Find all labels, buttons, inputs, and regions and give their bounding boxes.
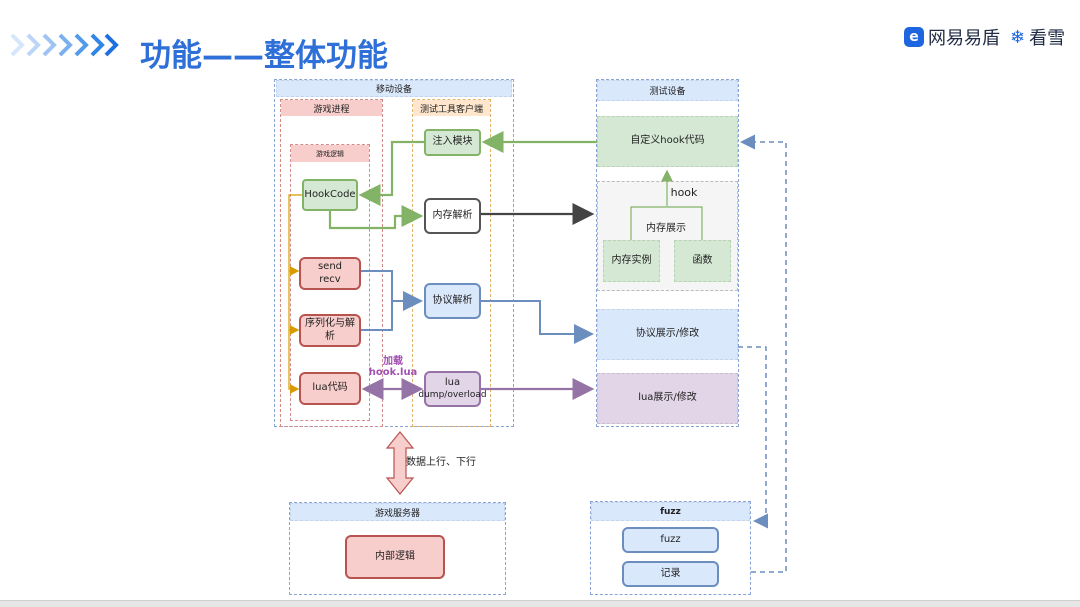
yidun-logo-icon: e (904, 27, 924, 47)
game-process-header: 游戏进程 (281, 100, 382, 116)
load-hook-lua-label: 加载 hook.lua (368, 356, 418, 378)
footer-bar (0, 600, 1080, 607)
arrow-hookcode-memparse (328, 205, 424, 230)
arrow-send-proto (361, 270, 423, 311)
dashed-proto-to-fuzz (738, 346, 768, 529)
custom-hook-box: 自定义hook代码 (597, 116, 738, 167)
hookcode-box: HookCode (302, 179, 358, 211)
brand-name: 网易易盾 (928, 28, 1000, 49)
hook-label: hook (670, 186, 698, 200)
memory-parse-box: 内存解析 (424, 198, 481, 234)
game-server-region (289, 502, 506, 595)
recv-label: recv (319, 273, 341, 285)
data-flow-label: 数据上行、下行 (406, 456, 476, 468)
game-logic-header: 游戏逻辑 (291, 145, 369, 162)
inject-module-box: 注入模块 (424, 129, 481, 156)
brand-sub: 看雪 (1029, 28, 1066, 49)
arrow-proto-show (481, 300, 594, 344)
orange-connector (288, 194, 302, 394)
fuzz-region (590, 501, 751, 595)
send-recv-box: send recv (299, 257, 361, 290)
protocol-parse-box: 协议解析 (424, 283, 481, 319)
hook-tree-lines (630, 206, 703, 240)
data-flow-double-arrow (385, 431, 415, 495)
fuzz-box: fuzz (622, 527, 719, 553)
page-title: 功能——整体功能 (140, 38, 388, 74)
game-process-region (280, 99, 383, 427)
memory-instance-box: 内存实例 (603, 240, 660, 282)
test-device-header: 测试设备 (597, 80, 738, 101)
fuzz-header: fuzz (591, 502, 750, 521)
snowflake-icon: ❄ (1010, 26, 1026, 48)
memory-show-label: 内存展示 (646, 222, 686, 234)
load-label: 加载 (383, 356, 403, 367)
mobile-device-header: 移动设备 (276, 80, 512, 97)
test-device-region (596, 79, 739, 427)
test-client-region (412, 99, 491, 427)
hook-lua-label: hook.lua (368, 367, 418, 378)
protocol-show-box: 协议展示/修改 (597, 309, 738, 360)
serialize-box: 序列化与解析 (299, 314, 361, 347)
dump-overload-label: dump/overload (418, 389, 487, 400)
record-box: 记录 (622, 561, 719, 587)
internal-logic-box: 内部逻辑 (345, 535, 445, 579)
brand-logo: e 网易易盾 ❄ 看雪 (904, 24, 1065, 50)
lua-dump-box: lua dump/overload (418, 371, 487, 407)
mobile-device-region (274, 79, 514, 427)
test-client-header: 测试工具客户端 (413, 100, 490, 116)
lua-code-box: lua代码 (299, 372, 361, 405)
lua-show-box: lua展示/修改 (597, 373, 738, 424)
chevron-decoration-icon (10, 33, 119, 57)
arrow-serialize-proto (361, 301, 393, 331)
game-logic-region (290, 144, 370, 421)
lua-label: lua (444, 377, 461, 389)
dashed-record-to-customhook (740, 134, 787, 573)
arrow-inject-hookcode (358, 140, 424, 206)
game-server-header: 游戏服务器 (290, 503, 505, 521)
function-box: 函数 (674, 240, 731, 282)
send-label: send (317, 261, 343, 272)
